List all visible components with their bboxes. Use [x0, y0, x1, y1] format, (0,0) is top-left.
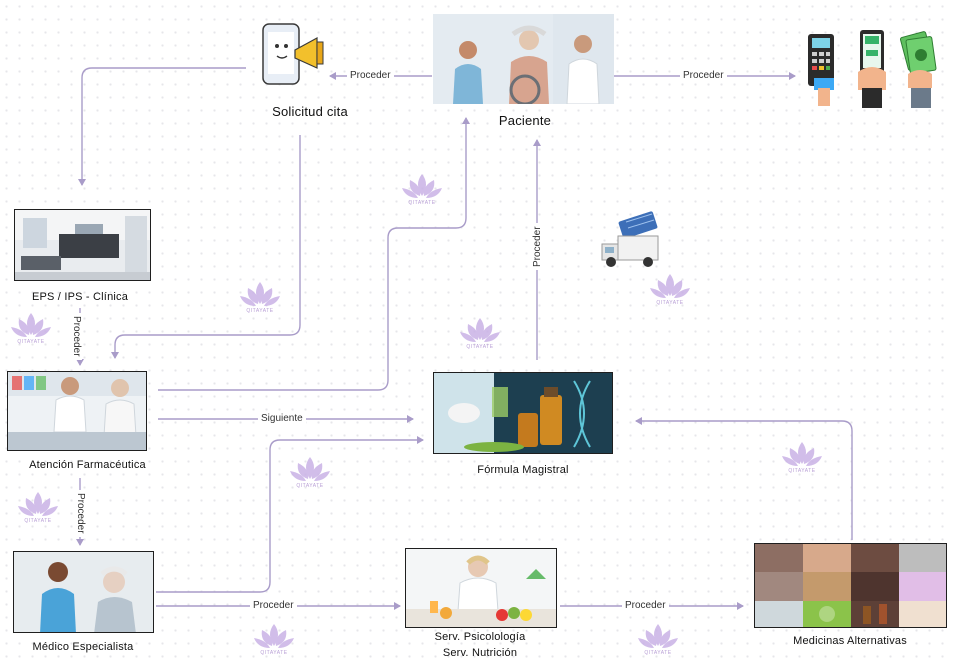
node-paciente[interactable] [433, 14, 614, 104]
alternative-medicine-collage [755, 544, 946, 627]
delivery-truck-icon [601, 211, 659, 267]
node-delivery [598, 210, 666, 272]
edge-solicitud-eps [78, 67, 246, 186]
watermark-caption: QITAYATE [24, 518, 52, 524]
edge-label-atencion-medico: Proceder [74, 490, 86, 537]
lotus-icon: QITAYATE [636, 622, 680, 658]
watermark-caption: QITAYATE [408, 200, 436, 206]
watermark-caption: QITAYATE [17, 339, 45, 345]
edge-alternativas-formula [635, 417, 853, 540]
node-atencion-farmaceutica[interactable] [7, 371, 147, 451]
specialist-photo [14, 552, 153, 632]
edge-label-atencion-formula: Siguiente [258, 413, 306, 425]
label-eps-ips-clinica: EPS / IPS - Clínica [31, 291, 129, 303]
smartphone-megaphone-icon [262, 23, 324, 85]
lotus-icon: QITAYATE [238, 280, 282, 316]
watermark-caption: QITAYATE [260, 650, 288, 656]
edge-label-paciente-solicitud: Proceder [347, 70, 394, 82]
edge-label-medico-psico: Proceder [250, 600, 297, 612]
lotus-icon: QITAYATE [288, 455, 332, 491]
edge-label-paciente-payment: Proceder [680, 70, 727, 82]
edge-label-psico-alternativas: Proceder [622, 600, 669, 612]
node-medico-especialista[interactable] [13, 551, 154, 633]
edge-solicitud-atencion [111, 135, 301, 359]
label-psicologia: Serv. Psicolología [434, 631, 526, 643]
lotus-icon: QITAYATE [16, 490, 60, 526]
watermark-caption: QITAYATE [656, 300, 684, 306]
label-medicinas-alternativas: Medicinas Alternativas [793, 635, 907, 647]
clinic-photo [15, 210, 150, 280]
lotus-icon: QITAYATE [400, 172, 444, 208]
pharmacy-photo [8, 372, 146, 450]
lotus-icon: QITAYATE [458, 316, 502, 352]
label-atencion-farmaceutica: Atención Farmacéutica [29, 459, 146, 471]
lotus-icon: QITAYATE [648, 272, 692, 308]
payment-group[interactable] [800, 28, 940, 110]
watermark-caption: QITAYATE [466, 344, 494, 350]
node-formula-magistral[interactable] [433, 372, 613, 454]
edge-atencion-paciente [158, 117, 470, 391]
node-solicitud-cita[interactable] [255, 20, 335, 90]
edge-label-formula-paciente: Proceder [532, 223, 544, 270]
lotus-icon: QITAYATE [252, 622, 296, 658]
edge-label-eps-atencion: Proceder [70, 313, 82, 360]
lotus-icon: QITAYATE [9, 311, 53, 347]
card-terminal-icon [808, 34, 834, 106]
node-psicologia-nutricion[interactable] [405, 548, 557, 628]
edge-medico-formula [156, 436, 424, 593]
label-solicitud-cita: Solicitud cita [272, 104, 348, 119]
patient-photo [433, 14, 614, 104]
watermark-caption: QITAYATE [788, 468, 816, 474]
lotus-icon: QITAYATE [780, 440, 824, 476]
watermark-caption: QITAYATE [296, 483, 324, 489]
label-medico-especialista: Médico Especialista [32, 641, 134, 653]
node-eps-ips-clinica[interactable] [14, 209, 151, 281]
formula-photo [434, 373, 612, 453]
label-nutricion: Serv. Nutrición [442, 647, 518, 659]
watermark-caption: QITAYATE [644, 650, 672, 656]
label-paciente: Paciente [498, 113, 552, 128]
cash-payment-icon [900, 31, 937, 108]
watermark-caption: QITAYATE [246, 308, 274, 314]
label-formula-magistral: Fórmula Magistral [477, 464, 569, 476]
mobile-payment-icon [858, 30, 886, 108]
node-medicinas-alternativas[interactable] [754, 543, 947, 628]
nutrition-photo [406, 549, 556, 627]
